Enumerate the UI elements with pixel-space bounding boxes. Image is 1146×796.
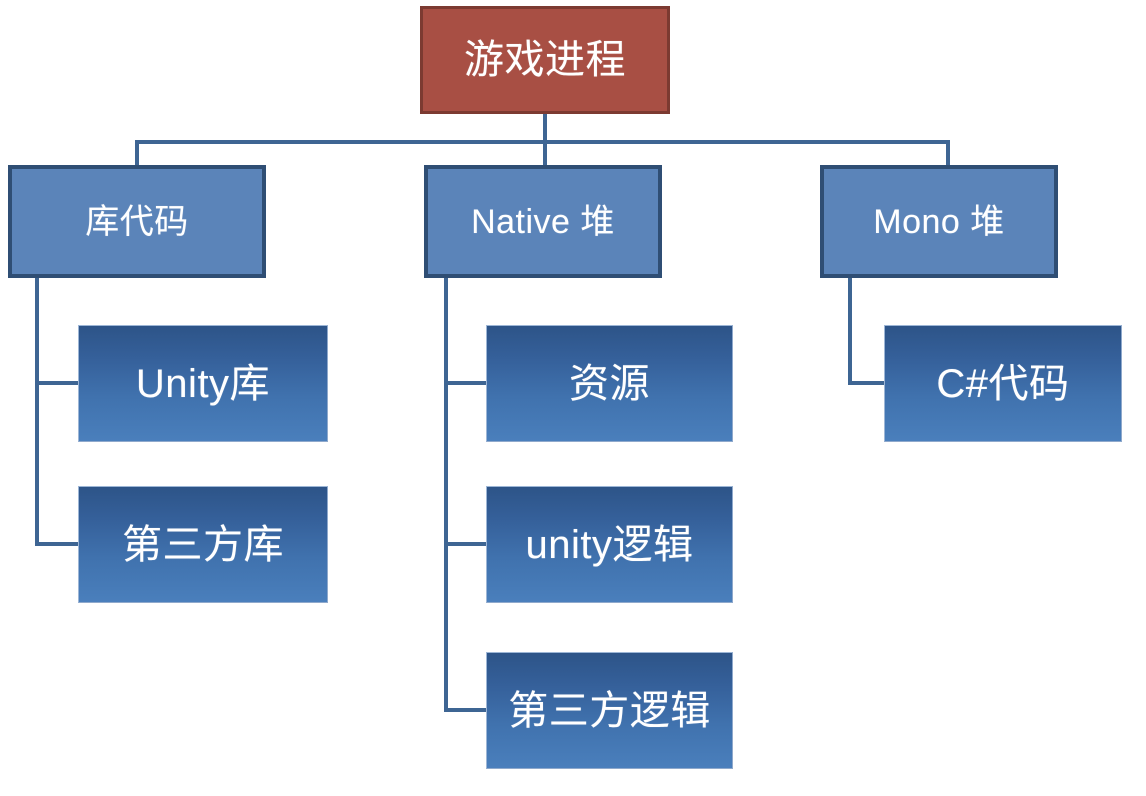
node-leaf-thirdparty-library[interactable]: 第三方库 xyxy=(78,486,328,603)
node-root-game-process[interactable]: 游戏进程 xyxy=(420,6,670,114)
connector-root-bus xyxy=(135,140,950,144)
node-branch-native-heap[interactable]: Native 堆 xyxy=(424,165,662,278)
connector-stub-assets xyxy=(444,381,489,385)
connector-bus-drop-middle xyxy=(543,140,547,167)
node-leaf-unity-library[interactable]: Unity库 xyxy=(78,325,328,442)
connector-stub-unity-lib xyxy=(35,381,80,385)
connector-trunk-library-code xyxy=(35,278,39,546)
node-leaf-unity-logic[interactable]: unity逻辑 xyxy=(486,486,733,603)
connector-trunk-mono-heap xyxy=(848,278,852,385)
connector-stub-thirdparty-logic xyxy=(444,708,489,712)
node-branch-mono-heap[interactable]: Mono 堆 xyxy=(820,165,1058,278)
node-label: C#代码 xyxy=(936,361,1070,406)
connector-stub-unity-logic xyxy=(444,542,489,546)
connector-stub-thirdparty-lib xyxy=(35,542,80,546)
node-label: 游戏进程 xyxy=(464,38,626,82)
node-label: 第三方逻辑 xyxy=(508,688,711,733)
node-branch-library-code[interactable]: 库代码 xyxy=(8,165,266,278)
node-label: 资源 xyxy=(569,361,650,406)
connector-stub-csharp-code xyxy=(848,381,893,385)
node-label: unity逻辑 xyxy=(525,522,694,567)
connector-root-stem xyxy=(543,114,547,142)
node-leaf-thirdparty-logic[interactable]: 第三方逻辑 xyxy=(486,652,733,769)
node-label: Mono 堆 xyxy=(873,202,1005,241)
connector-trunk-native-heap xyxy=(444,278,448,712)
node-label: Native 堆 xyxy=(471,202,615,241)
node-leaf-assets[interactable]: 资源 xyxy=(486,325,733,442)
node-label: 第三方库 xyxy=(122,522,284,567)
connector-bus-drop-right xyxy=(946,140,950,167)
node-leaf-csharp-code[interactable]: C#代码 xyxy=(884,325,1122,442)
node-label: Unity库 xyxy=(135,361,271,406)
connector-bus-drop-left xyxy=(135,140,139,167)
node-label: 库代码 xyxy=(85,202,189,241)
